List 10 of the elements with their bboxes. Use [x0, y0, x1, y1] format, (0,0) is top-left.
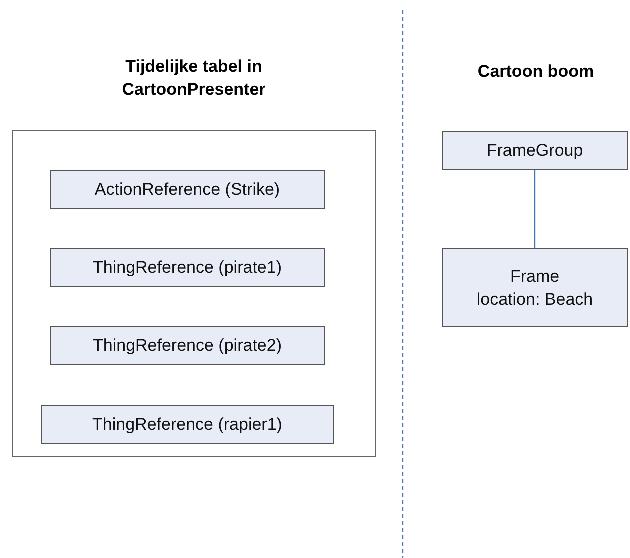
connector-line	[534, 170, 536, 248]
class-box: ThingReference (pirate1)	[50, 248, 325, 287]
class-box: ThingReference (rapier1)	[41, 405, 334, 444]
box-text: Frame	[510, 266, 560, 288]
column-heading: Cartoon boom	[476, 61, 596, 83]
class-box: ThingReference (pirate2)	[50, 326, 325, 365]
box-text: location: Beach	[476, 288, 594, 310]
class-box: FrameGroup	[442, 131, 628, 170]
class-box: ActionReference (Strike)	[50, 170, 325, 209]
group-heading: Tijdelijke tabel in CartoonPresenter	[121, 56, 267, 101]
